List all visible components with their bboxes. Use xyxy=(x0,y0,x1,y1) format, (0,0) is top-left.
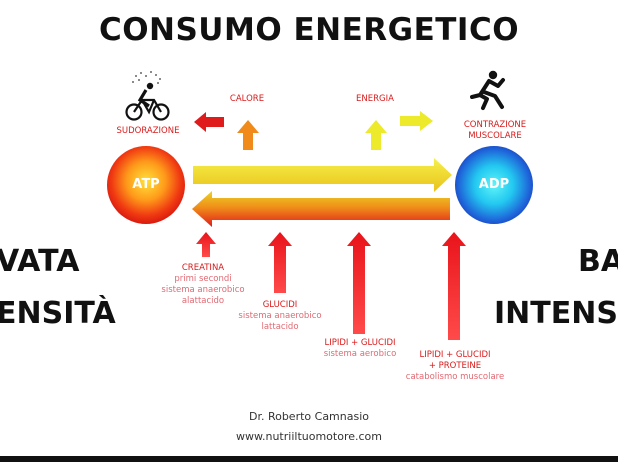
source-desc: primi secondi xyxy=(174,274,232,284)
left-text-line2: ENSITÀ xyxy=(0,296,116,331)
energia-label: ENERGIA xyxy=(356,94,394,104)
left-text-line1: VATA xyxy=(0,244,80,279)
credit-author: Dr. Roberto Camnasio xyxy=(248,410,370,423)
source-desc: sistema aerobico xyxy=(323,349,397,359)
contrazione-line2: MUSCOLARE xyxy=(468,131,522,141)
adp-label: ADP xyxy=(478,177,510,192)
runner-icon xyxy=(470,70,505,110)
atp-circle xyxy=(107,146,185,224)
sweat-arrow xyxy=(194,112,224,132)
sudorazione-label: SUDORAZIONE xyxy=(116,126,180,136)
source-desc: sistema anaerobico xyxy=(161,285,245,295)
credit-website: www.nutriiltuomotore.com xyxy=(236,430,382,443)
glucidi-arrow xyxy=(268,232,292,293)
source-title: CREATINA xyxy=(181,263,225,273)
adp-circle xyxy=(455,146,533,224)
calore-label: CALORE xyxy=(229,94,265,104)
source-title: + PROTEINE xyxy=(428,361,482,371)
page-title: CONSUMO ENERGETICO xyxy=(98,12,520,48)
source-title: GLUCIDI xyxy=(262,300,298,310)
atp-to-adp-arrow xyxy=(193,158,452,192)
source-desc: lattacido xyxy=(261,322,299,332)
sweat-drops-icon xyxy=(132,71,161,84)
source-title: LIPIDI + GLUCIDI xyxy=(419,350,491,360)
source-glucidi: GLUCIDI sistema anaerobico lattacido xyxy=(230,300,330,333)
source-desc: alattacido xyxy=(181,296,225,306)
heat-arrow xyxy=(237,120,259,150)
cyclist-icon xyxy=(125,82,170,121)
creatina-arrow xyxy=(196,232,216,257)
atp-label: ATP xyxy=(132,177,160,192)
adp-to-atp-arrow xyxy=(192,191,450,227)
lipidi-proteine-arrow xyxy=(442,232,466,340)
source-creatina: CREATINA primi secondi sistema anaerobic… xyxy=(153,263,253,307)
energy-arrow xyxy=(365,120,387,150)
lipidi-glucidi-arrow xyxy=(347,232,371,334)
contraction-arrow xyxy=(400,111,433,131)
source-title: LIPIDI + GLUCIDI xyxy=(324,338,396,348)
source-desc: catabolismo muscolare xyxy=(405,372,505,382)
source-lipidi-proteine: LIPIDI + GLUCIDI + PROTEINE catabolismo … xyxy=(400,350,510,383)
source-desc: sistema anaerobico xyxy=(238,311,322,321)
right-text-line2: INTENS xyxy=(494,296,618,331)
source-lipidi-glucidi: LIPIDI + GLUCIDI sistema aerobico xyxy=(310,338,410,360)
bottom-border xyxy=(0,456,618,462)
contrazione-line1: CONTRAZIONE xyxy=(463,120,527,130)
contrazione-label: CONTRAZIONE MUSCOLARE xyxy=(450,120,540,142)
right-text-line1: BA xyxy=(578,244,618,279)
